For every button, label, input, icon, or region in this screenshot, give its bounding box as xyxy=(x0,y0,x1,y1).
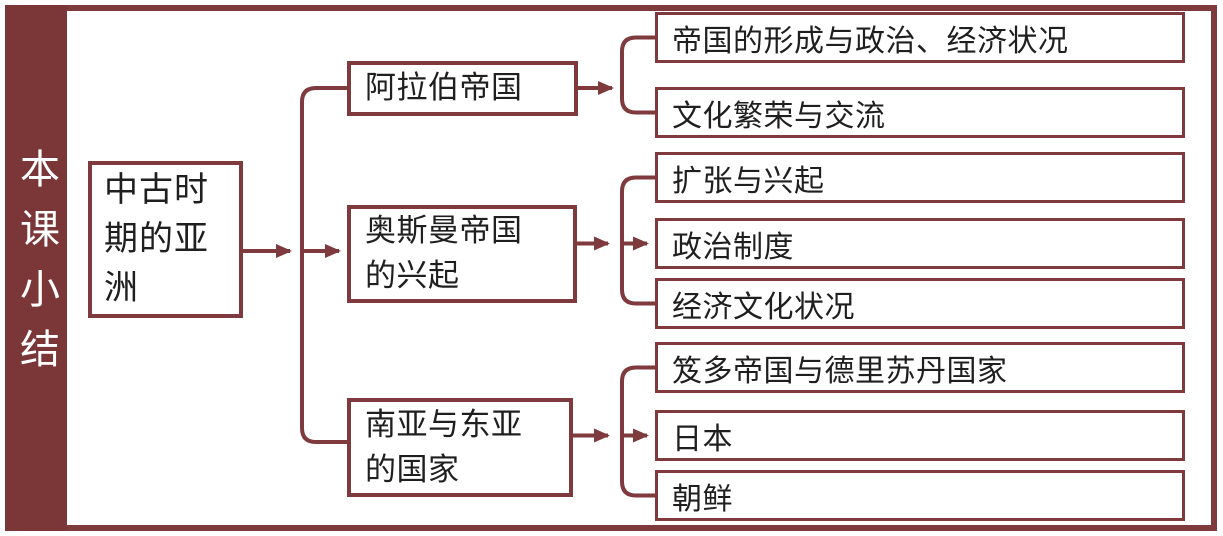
leaf-node-label: 朝鲜 xyxy=(672,482,733,516)
leaf-node-gupta-delhi: 笈多帝国与德里苏丹国家 xyxy=(655,342,1185,393)
leaf-node-empire-formation: 帝国的形成与政治、经济状况 xyxy=(655,12,1185,63)
leaf-node-culture-exchange: 文化繁荣与交流 xyxy=(655,87,1185,138)
root-node-label: 中古时期的亚洲 xyxy=(104,170,209,308)
lesson-summary-sidebar: 本课小结 xyxy=(5,5,67,531)
branch-node-south-east-asia: 南亚与东亚的国家 xyxy=(347,398,573,497)
root-node: 中古时期的亚洲 xyxy=(88,161,243,318)
branch-node-arab-empire: 阿拉伯帝国 xyxy=(347,61,578,116)
leaf-node-label: 笈多帝国与德里苏丹国家 xyxy=(672,354,1008,388)
leaf-node-japan: 日本 xyxy=(655,410,1185,461)
leaf-node-label: 政治制度 xyxy=(672,230,794,264)
leaf-node-label: 经济文化状况 xyxy=(672,290,855,324)
branch-node-label: 奥斯曼帝国的兴起 xyxy=(365,213,523,293)
leaf-node-economy-culture: 经济文化状况 xyxy=(655,278,1185,329)
branch-node-label: 阿拉伯帝国 xyxy=(365,70,523,106)
sidebar-title: 本课小结 xyxy=(14,148,58,388)
branch-node-ottoman-rise: 奥斯曼帝国的兴起 xyxy=(347,205,577,303)
leaf-node-political-system: 政治制度 xyxy=(655,218,1185,269)
leaf-node-label: 日本 xyxy=(672,422,733,456)
leaf-node-label: 文化繁荣与交流 xyxy=(672,99,886,133)
branch-node-label: 南亚与东亚的国家 xyxy=(365,406,523,487)
leaf-node-korea: 朝鲜 xyxy=(655,470,1185,521)
leaf-node-label: 帝国的形成与政治、经济状况 xyxy=(672,24,1069,58)
leaf-node-label: 扩张与兴起 xyxy=(672,164,825,198)
leaf-node-expansion-rise: 扩张与兴起 xyxy=(655,152,1185,203)
